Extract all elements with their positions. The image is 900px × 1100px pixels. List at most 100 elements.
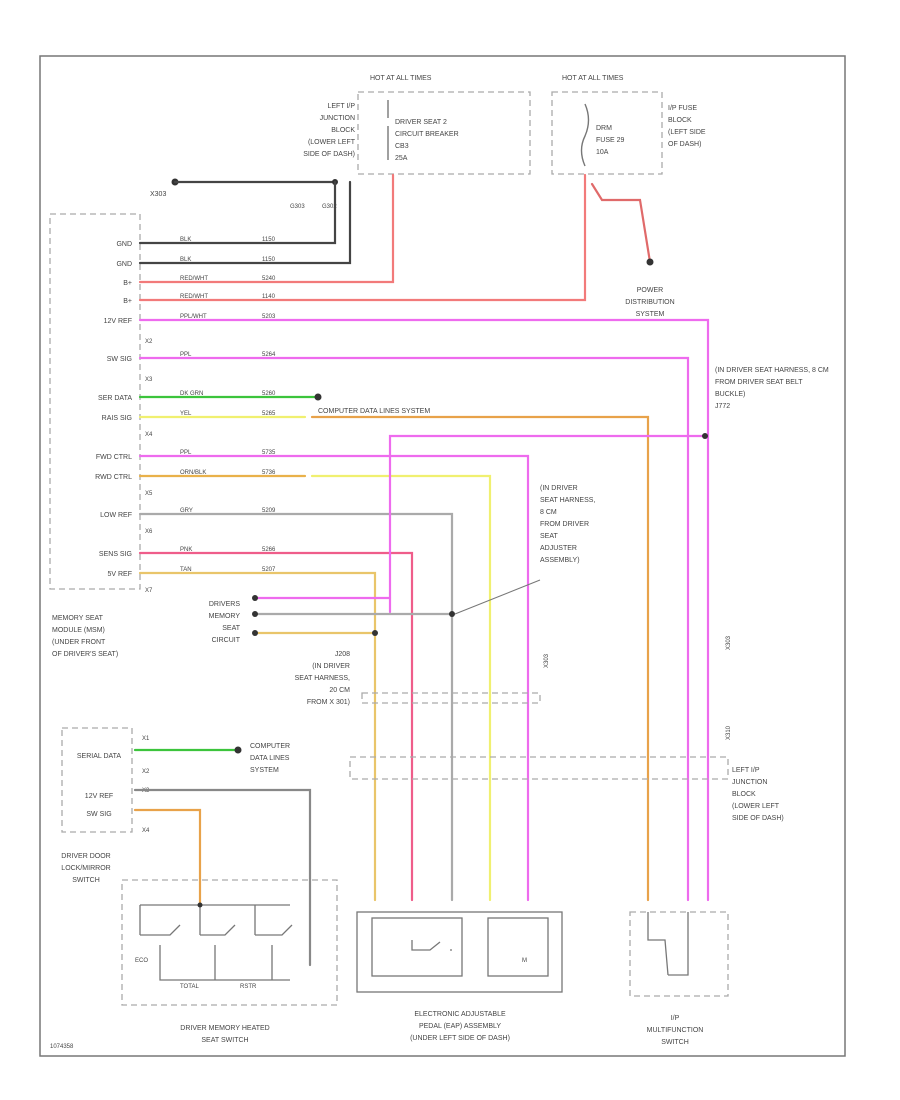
door-ser-data-dot xyxy=(234,746,242,754)
module-pin-circuit: RED/WHT xyxy=(180,276,208,282)
module-pin-label: RAIS SIG xyxy=(102,415,132,422)
svg-text:DRIVER SEAT 2: DRIVER SEAT 2 xyxy=(395,119,447,126)
svg-text:DRM: DRM xyxy=(596,125,612,132)
hot-right-title: HOT AT ALL TIMES xyxy=(562,75,624,82)
hot-right-fuse-box xyxy=(551,91,663,175)
svg-text:(IN DRIVER: (IN DRIVER xyxy=(312,663,350,670)
memory-seat-module xyxy=(49,213,141,590)
wire-rwd-ctrl-cont xyxy=(310,474,492,902)
module-pin-circuit: PPL xyxy=(180,352,192,358)
svg-text:OF DASH): OF DASH) xyxy=(668,141,701,148)
module-pin-number: 5207 xyxy=(262,567,276,573)
module-pin-circuit: BLK xyxy=(180,237,191,243)
hot-right-location: I/P FUSE BLOCK (LEFT SIDE OF DASH) xyxy=(668,105,706,148)
module-pin-number: 5260 xyxy=(262,391,276,397)
connector-ip-jb-box xyxy=(349,756,729,780)
module-pin-number: 5735 xyxy=(262,450,276,456)
hot-left-fuse-text: DRIVER SEAT 2 CIRCUIT BREAKER CB3 25A xyxy=(395,119,459,162)
wire-bplus-1 xyxy=(138,173,395,284)
seat-switch-name: DRIVER MEMORY HEATED SEAT SWITCH xyxy=(180,1025,269,1044)
wire-gnd-2 xyxy=(138,180,352,265)
svg-text:CB3: CB3 xyxy=(395,143,409,150)
module-pin-number: 5203 xyxy=(262,314,276,320)
eap-name: ELECTRONIC ADJUSTABLE PEDAL (EAP) ASSEMB… xyxy=(410,1011,510,1042)
svg-text:DATA LINES: DATA LINES xyxy=(250,755,290,762)
svg-text:DISTRIBUTION: DISTRIBUTION xyxy=(625,299,674,306)
module-pin-number: 5266 xyxy=(262,547,276,553)
module-connector-tag: X6 xyxy=(145,529,153,535)
ip-mf-box xyxy=(629,911,729,997)
dot-j772 xyxy=(702,433,708,439)
svg-text:SIDE OF DASH): SIDE OF DASH) xyxy=(732,815,784,822)
eap-motor-m: M xyxy=(522,958,527,964)
svg-text:MODULE (MSM): MODULE (MSM) xyxy=(52,627,105,634)
wire-low-ref xyxy=(138,512,454,902)
module-connector-tag: X3 xyxy=(145,377,153,383)
harness-2-label: (IN DRIVER SEAT HARNESS, 8 CM FROM DRIVE… xyxy=(540,485,595,564)
eap-motor-a xyxy=(371,917,463,977)
svg-text:SEAT HARNESS,: SEAT HARNESS, xyxy=(540,497,595,504)
module-pin-number: 1150 xyxy=(262,237,276,243)
wire-5v-ref xyxy=(138,571,377,902)
wire-sens-sig xyxy=(138,551,414,902)
svg-text:ECO: ECO xyxy=(135,958,148,964)
svg-text:MEMORY SEAT: MEMORY SEAT xyxy=(52,615,104,622)
svg-text:SEAT: SEAT xyxy=(540,533,558,540)
ip-junction-label: LEFT I/P JUNCTION BLOCK (LOWER LEFT SIDE… xyxy=(732,767,784,822)
ground-x: X303 xyxy=(150,191,166,198)
module-wires xyxy=(138,173,710,902)
hot-left-fuse-box xyxy=(357,91,531,175)
eap-box xyxy=(356,911,563,993)
module-pin-circuit: PNK xyxy=(180,547,192,553)
svg-text:12V REF: 12V REF xyxy=(85,793,113,800)
module-pin-label: GND xyxy=(116,261,132,268)
svg-text:8 CM: 8 CM xyxy=(540,509,557,516)
module-pin-circuit: TAN xyxy=(180,567,192,573)
ip-mf-name: I/P MULTIFUNCTION SWITCH xyxy=(647,1015,704,1046)
x310-tag: X310 xyxy=(726,725,732,740)
module-connector-tag: X2 xyxy=(145,339,153,345)
module-pin-label: FWD CTRL xyxy=(96,454,132,461)
svg-text:FUSE 29: FUSE 29 xyxy=(596,137,625,144)
module-connector-tag: X7 xyxy=(145,588,153,594)
svg-text:DRIVER DOOR: DRIVER DOOR xyxy=(61,853,110,860)
svg-text:LOCK/MIRROR: LOCK/MIRROR xyxy=(61,865,110,872)
svg-text:POWER: POWER xyxy=(637,287,663,294)
svg-text:BLOCK: BLOCK xyxy=(668,117,692,124)
wire-bplus-2 xyxy=(138,173,587,302)
module-pin-circuit: PPL xyxy=(180,450,192,456)
svg-text:SWITCH: SWITCH xyxy=(661,1039,689,1046)
svg-text:X4: X4 xyxy=(142,828,150,834)
svg-text:SEAT SWITCH: SEAT SWITCH xyxy=(201,1037,248,1044)
svg-text:20 CM: 20 CM xyxy=(329,687,350,694)
svg-text:BUCKLE): BUCKLE) xyxy=(715,391,745,398)
svg-text:ASSEMBLY): ASSEMBLY) xyxy=(540,557,580,564)
module-pin-label: GND xyxy=(116,241,132,248)
module-pin-circuit: GRY xyxy=(180,508,193,514)
svg-text:JUNCTION: JUNCTION xyxy=(320,115,355,122)
wire-rais-sig-cont xyxy=(310,415,650,902)
module-pin-label: 12V REF xyxy=(104,318,132,325)
svg-text:LEFT I/P: LEFT I/P xyxy=(732,767,760,774)
svg-text:FROM DRIVER: FROM DRIVER xyxy=(540,521,589,528)
module-pin-number: 1140 xyxy=(262,294,276,300)
wire-gnd-1 xyxy=(138,180,337,245)
dm-dot-2 xyxy=(252,611,258,617)
dm-dot-3 xyxy=(252,630,258,636)
module-pin-circuit: ORN/BLK xyxy=(180,470,206,476)
harness-2-leader xyxy=(454,579,541,615)
module-pin-number: 5264 xyxy=(262,352,276,358)
svg-text:J208: J208 xyxy=(335,651,350,658)
svg-text:DRIVERS: DRIVERS xyxy=(209,601,240,608)
dm-dot-1 xyxy=(252,595,258,601)
svg-text:SEAT: SEAT xyxy=(222,625,240,632)
seat-switch-node xyxy=(197,902,203,908)
fuse-symbol xyxy=(580,103,590,167)
drivers-memory-label: DRIVERS MEMORY SEAT CIRCUIT xyxy=(209,601,241,644)
module-pin-circuit: PPL/WHT xyxy=(180,314,207,320)
svg-text:CIRCUIT: CIRCUIT xyxy=(212,637,241,644)
svg-text:COMPUTER: COMPUTER xyxy=(250,743,290,750)
module-pin-label: SENS SIG xyxy=(99,551,132,558)
power-wire xyxy=(590,182,652,264)
computer-data-lines-2: COMPUTER DATA LINES SYSTEM xyxy=(250,743,290,774)
